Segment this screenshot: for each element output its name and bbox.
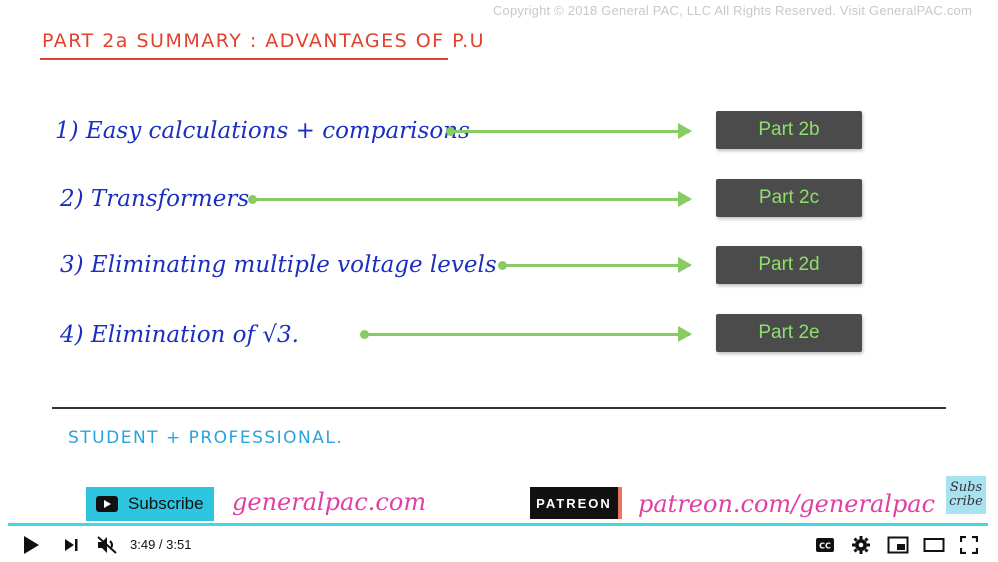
fullscreen-icon[interactable] (958, 535, 980, 555)
section-divider (52, 407, 946, 409)
settings-gear-icon[interactable] (850, 535, 872, 555)
patreon-url-link[interactable]: patreon.com/generalpac (638, 490, 936, 518)
item-4-text: 4) Elimination of √3. (60, 322, 299, 348)
subscribe-badge[interactable]: Subs cribe (946, 476, 986, 514)
item-1-text: 1) Easy calculations + comparisons (55, 118, 470, 144)
play-icon[interactable] (20, 534, 42, 556)
part-2c-button[interactable]: Part 2c (716, 179, 862, 217)
part-2b-button[interactable]: Part 2b (716, 111, 862, 149)
svg-text:CC: CC (819, 542, 831, 551)
slide-title: PART 2a SUMMARY : ADVANTAGES OF P.U (42, 30, 486, 52)
copyright-text: Copyright © 2018 General PAC, LLC All Ri… (492, 3, 972, 18)
mute-icon[interactable] (94, 534, 120, 556)
subscribe-button[interactable]: Subscribe (86, 487, 214, 521)
miniplayer-icon[interactable] (886, 535, 910, 555)
item-3-arrow (498, 257, 692, 273)
progress-bar[interactable] (8, 523, 988, 526)
theater-mode-icon[interactable] (922, 535, 946, 555)
time-display: 3:49 / 3:51 (130, 537, 192, 552)
title-underline (40, 58, 448, 60)
part-2e-button[interactable]: Part 2e (716, 314, 862, 352)
item-4-arrow (360, 326, 692, 342)
player-controls (0, 528, 998, 562)
subscribe-label: Subscribe (128, 494, 204, 513)
student-professional-text: STUDENT + PROFESSIONAL. (68, 428, 344, 448)
patreon-logo[interactable]: PATREON (530, 487, 622, 519)
captions-icon[interactable]: CC (814, 535, 836, 555)
website-link[interactable]: generalpac.com (232, 488, 427, 516)
item-2-arrow (248, 191, 692, 207)
item-3-text: 3) Eliminating multiple voltage levels (60, 252, 497, 278)
item-2-text: 2) Transformers (60, 186, 250, 212)
next-icon[interactable] (60, 534, 82, 556)
item-1-arrow (446, 123, 692, 139)
youtube-play-icon (96, 496, 118, 512)
part-2d-button[interactable]: Part 2d (716, 246, 862, 284)
